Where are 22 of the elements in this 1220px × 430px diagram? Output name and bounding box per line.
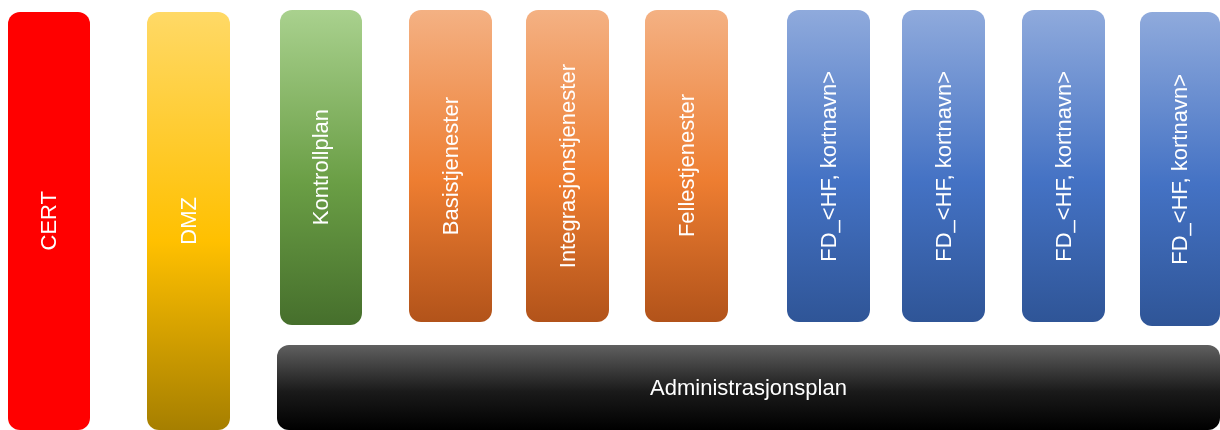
column-bar bbox=[1022, 10, 1105, 322]
bar-label: DMZ bbox=[175, 197, 202, 245]
bar-label: Integrasjonstjenester bbox=[554, 63, 581, 269]
column-bar bbox=[645, 10, 728, 322]
column-bar bbox=[409, 10, 492, 322]
bar-label: Fellestjenester bbox=[673, 94, 700, 238]
column-bar bbox=[526, 10, 609, 322]
column-bar bbox=[1140, 12, 1220, 326]
bar-label: Administrasjonsplan bbox=[650, 374, 847, 401]
column-bar bbox=[902, 10, 985, 322]
column-bar bbox=[147, 12, 230, 430]
bar-label: FD_<HF, kortnavn> bbox=[1050, 70, 1077, 262]
bar-label: FD_<HF, kortnavn> bbox=[1167, 73, 1193, 265]
bar-label: Kontrollplan bbox=[308, 109, 334, 226]
column-bar bbox=[787, 10, 870, 322]
column-bar bbox=[8, 12, 90, 430]
bar-label: FD_<HF, kortnavn> bbox=[930, 70, 957, 262]
bar-label: CERT bbox=[36, 191, 62, 251]
base-bar bbox=[277, 345, 1220, 430]
bar-label: FD_<HF, kortnavn> bbox=[815, 70, 842, 262]
bar-label: Basistjenester bbox=[437, 96, 464, 236]
column-bar bbox=[280, 10, 362, 325]
